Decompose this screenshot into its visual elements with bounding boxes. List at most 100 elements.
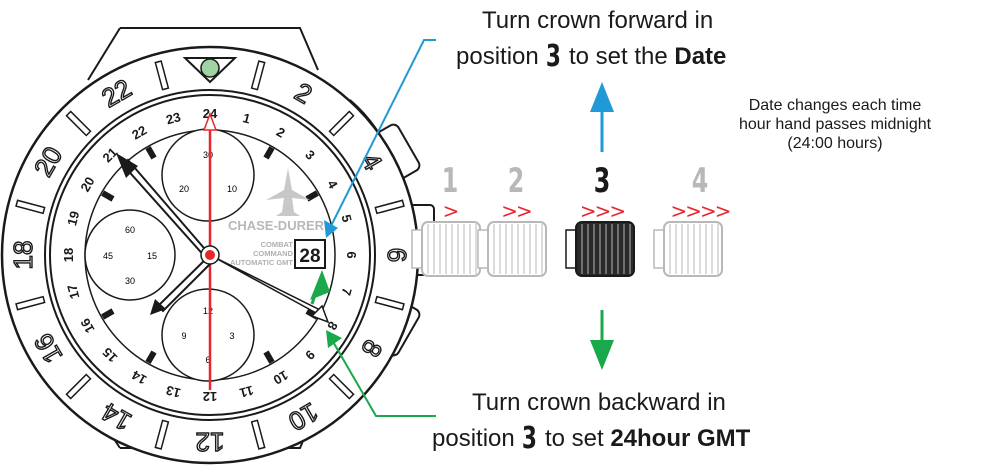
subdial-left-label-60: 60 [125,225,135,235]
backward-caption: Turn crown backward in [472,388,726,418]
bezel-number-12: 12 [196,427,225,457]
hand-hub-center [205,250,215,260]
bezel-marker [250,419,266,450]
watch-crown-icon [477,221,547,277]
gmt-callout-line [331,339,436,417]
dial-number-23: 23 [164,109,182,127]
subdial-top-label-20: 20 [179,184,189,194]
subdial-left-label-15: 15 [147,251,157,261]
forward-caption-line1: Turn crown forward in [482,7,714,34]
chevrons-4: >>>> [670,199,729,223]
bezel-marker [328,110,355,137]
crown-position-4: 4>>>> [653,161,732,277]
subdial-bottom-label-12: 12 [203,306,213,316]
bezel-marker [154,419,170,450]
date-window-value: 28 [299,246,320,267]
position-label-2: 2 [508,161,525,200]
bezel-marker [15,199,46,215]
dial-number-16: 16 [77,316,97,336]
bezel-marker [65,373,92,400]
subdial-top-label-30: 30 [203,150,213,160]
forward-position-number: 3 [546,39,562,74]
dial-number-10: 10 [271,367,291,387]
dial-hour-marker [263,350,275,364]
forward-bold: Date [674,43,727,70]
forward-prefix: position [456,43,539,70]
gmt-hand-green-arrow-stem [310,285,320,305]
backward-position-number: 3 [522,421,538,456]
watch-hands [116,111,330,390]
hour-hand-tip [116,153,138,178]
arrow-hand-tip [202,111,218,131]
bezel-marker [15,295,46,311]
dial-hour-marker [101,308,115,320]
bezel-marker [65,110,92,137]
dial-number-18: 18 [61,248,76,262]
backward-caption-line1: Turn crown backward in [472,389,726,416]
dial-hour-marker [145,350,157,364]
subdial-left-label-30: 30 [125,276,135,286]
bezel-marker [250,60,266,91]
position-label-4: 4 [692,161,709,200]
crown-positions: 1>2>>3>>>4>>>> [411,161,732,277]
watch-crown-icon [411,221,481,277]
dial-hour-marker [145,146,157,160]
bezel-marker [374,295,405,311]
subdial-top-label-10: 10 [227,184,237,194]
date-window [294,239,326,269]
brand-logo: CHASE-DURER [228,218,325,233]
watch-crown-icon [653,221,723,277]
dial-hour-marker [263,146,275,160]
dial-number-13: 13 [164,383,182,401]
lume-dot-icon [200,58,220,78]
dial-number-1: 1 [241,110,252,126]
subdial-left: 60 15 45 30 [84,209,176,301]
chevrons-2: >> [501,199,531,223]
note-line2: hour hand passes midnight [738,116,932,133]
forward-mid: to set the [568,43,668,70]
bezel-marker [374,199,405,215]
arrow-down-icon [590,310,614,370]
subdial-bottom-label-3: 3 [229,331,234,341]
bezel-number-18: 18 [8,241,38,270]
dial-number-19: 19 [64,209,82,227]
forward-caption: Turn crown forward in [482,6,713,36]
date-callout-line [329,39,436,229]
dial-number-5: 5 [338,213,354,224]
arrow-up-icon [590,82,614,152]
chevrons-3: >>> [580,199,625,223]
dial-number-6: 6 [344,251,359,258]
subdial-bottom-label-9: 9 [181,331,186,341]
crown-position-2: 2>> [477,161,547,277]
dial-number-7: 7 [338,286,354,297]
position-label-3: 3 [594,161,611,200]
date-change-note: Date changes each time hour hand passes … [700,96,970,153]
forward-caption-line2: position 3 to set the Date [456,42,726,72]
watch-crown-icon [565,221,635,277]
model-line-3: AUTOMATIC GMT [230,258,293,267]
note-line1: Date changes each time [748,97,922,114]
subdial-bottom: 12 3 9 6 [161,288,255,382]
dial-number-17: 17 [64,283,82,301]
dial-number-22: 22 [129,122,149,142]
backward-mid: to set [544,425,604,452]
dial-number-11: 11 [238,383,255,401]
bezel-marker [154,60,170,91]
subdial-left-label-45: 45 [103,251,113,261]
jet-logo-icon [266,168,310,216]
dial-hour-marker [101,190,115,202]
date-callout-arrowhead [324,220,338,238]
dial-number-20: 20 [77,174,97,194]
backward-bold: 24hour GMT [610,425,751,452]
subdial-bottom-label-6: 6 [205,355,210,365]
model-line-2: COMMAND [253,249,294,258]
gmt-hand-tip [310,304,330,324]
gmt-callout-arrowhead [326,330,342,348]
model-line-1: COMBAT [261,240,294,249]
dial-hour-marker [305,190,319,202]
chevrons-1: > [443,199,458,223]
bezel-number-6: 6 [382,248,412,262]
backward-caption-line2: position 3 to set 24hour GMT [432,424,750,454]
bezel-marker [328,373,355,400]
